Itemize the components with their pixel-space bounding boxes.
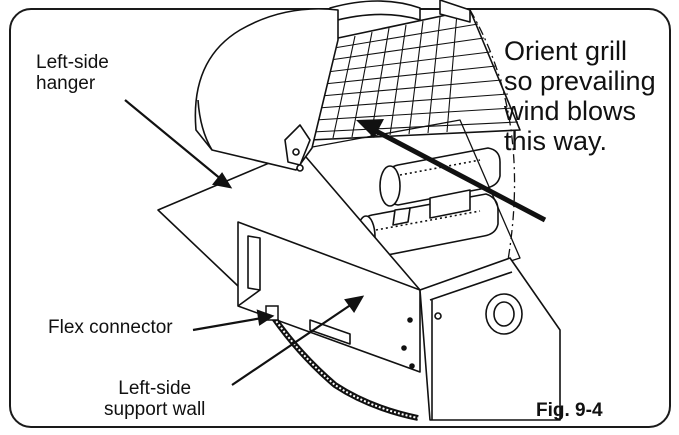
support-wall-leader-line <box>231 303 353 386</box>
wind-orientation-note: Orient grill so prevailing wind blows th… <box>504 36 656 156</box>
grill-hood <box>194 8 339 172</box>
figure-label: Fig. 9-4 <box>536 400 603 421</box>
left-side-support-wall-label: Left-side support wall <box>104 378 206 420</box>
flex-connector-leader-line <box>192 316 263 332</box>
cooking-grate <box>309 0 521 141</box>
control-knob <box>485 293 523 335</box>
left-side-hanger-label: Left-side hanger <box>36 52 109 94</box>
cutaway-line <box>469 9 516 301</box>
hanger-leader-line <box>124 99 223 181</box>
control-panel <box>419 257 561 421</box>
wind-direction-arrow <box>356 119 547 223</box>
left-side-support-wall <box>237 221 421 373</box>
flex-connector-label: Flex connector <box>48 317 173 338</box>
